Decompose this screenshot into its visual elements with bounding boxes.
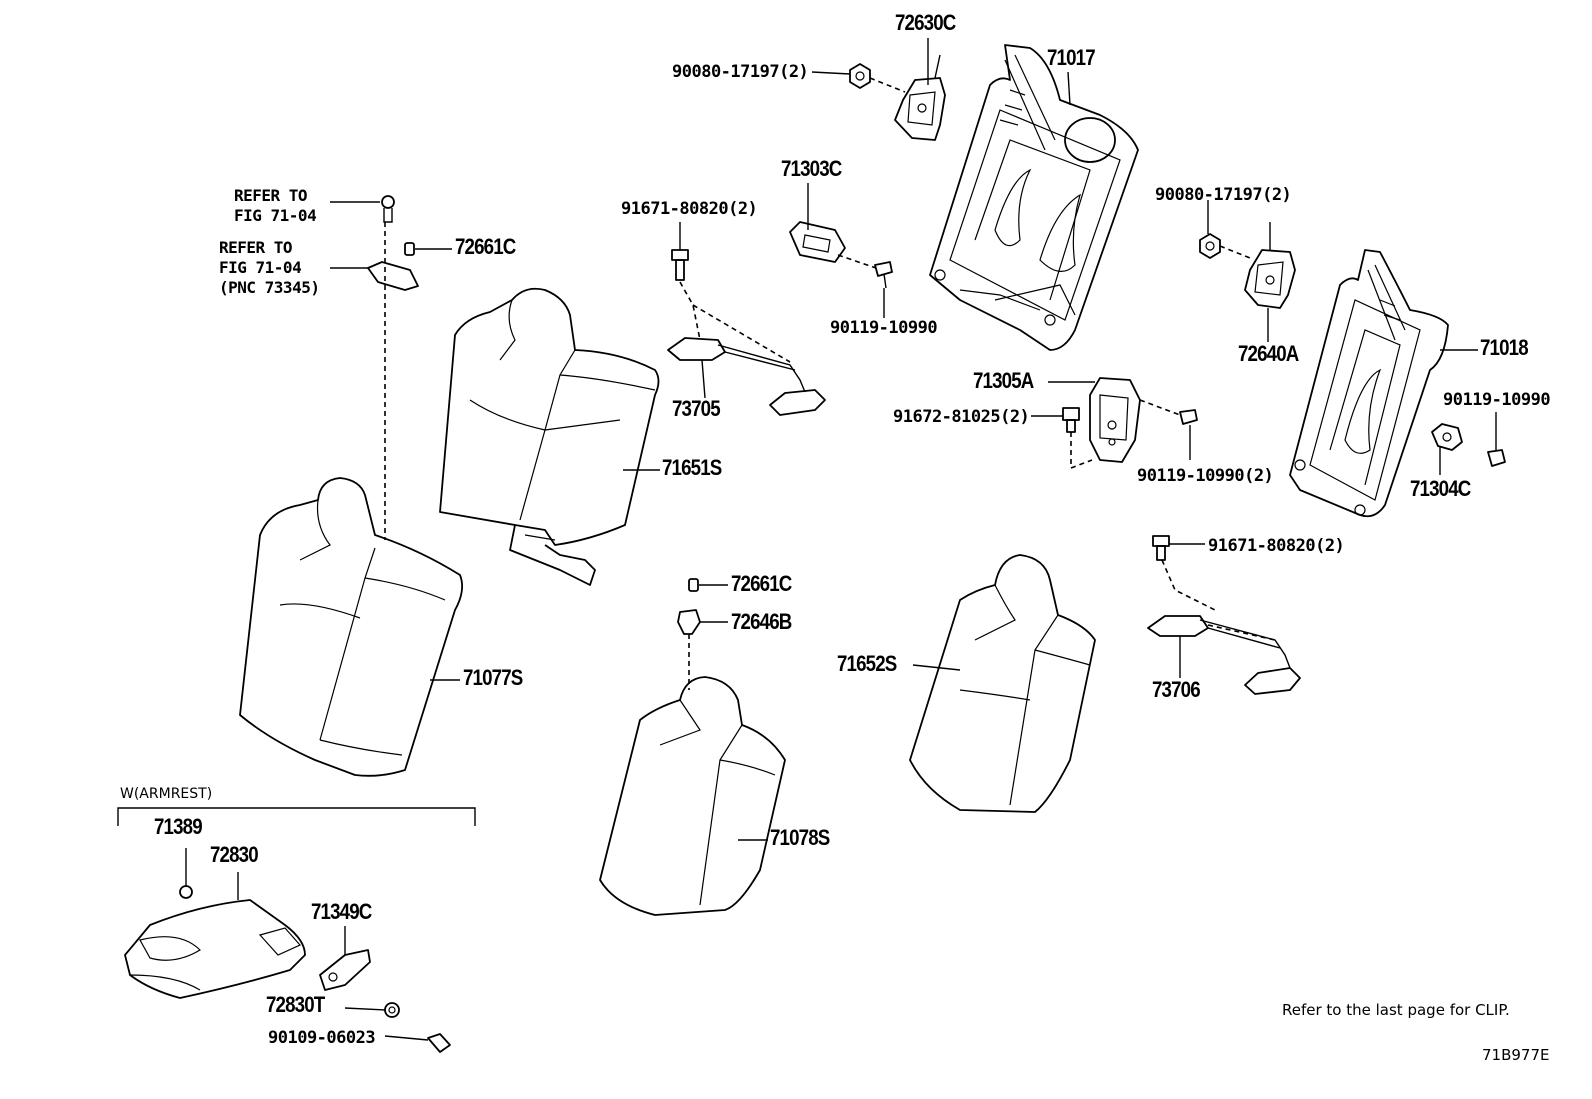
hinge-71305a: [1089, 377, 1141, 463]
figure-code: 71B977E: [1482, 1046, 1550, 1064]
label-71652s: 71652S: [837, 651, 897, 676]
label-72630c: 72630C: [895, 10, 956, 35]
release-cable-73706: [1147, 615, 1301, 695]
label-91671-80820-b: 91671-80820(2): [1208, 536, 1345, 556]
label-71651s: 71651S: [662, 455, 722, 480]
label-90080-17197-a: 90080-17197(2): [672, 62, 809, 82]
label-71078s: 71078S: [770, 825, 830, 850]
label-71017: 71017: [1047, 45, 1096, 70]
refer-note-2: REFER TO FIG 71-04 (PNC 73345): [219, 238, 320, 298]
label-71304c: 71304C: [1410, 476, 1471, 501]
label-72640a: 72640A: [1238, 341, 1299, 366]
refer-note-1-line1: REFER TO: [234, 186, 308, 205]
armrest-72830: [124, 899, 306, 999]
label-71389: 71389: [154, 814, 203, 839]
refer-note-2-line1: REFER TO: [219, 238, 293, 257]
fasteners: [179, 63, 1506, 1053]
seatback-cover-71078s: [599, 676, 786, 916]
seat-lock-72640a: [1244, 222, 1296, 309]
leader-lines: [117, 38, 1497, 1041]
refer-note-2-line3: (PNC 73345): [219, 278, 320, 297]
armrest-group-label: W(ARMREST): [120, 786, 213, 802]
seatback-cover-71652s: [909, 554, 1096, 813]
label-73705: 73705: [672, 396, 721, 421]
refer-note-2-line2: FIG 71-04: [219, 258, 302, 277]
label-90080-17197-b: 90080-17197(2): [1155, 185, 1292, 205]
release-cable-73705: [667, 337, 826, 416]
clip-note: Refer to the last page for CLIP.: [1282, 1001, 1510, 1019]
label-90119-10990-b: 90119-10990(2): [1137, 466, 1274, 486]
bracket-71304c: [1431, 423, 1463, 451]
label-72661c-b: 72661C: [731, 571, 792, 596]
seatback-frame-71018: [1289, 249, 1449, 518]
label-71018: 71018: [1480, 335, 1529, 360]
label-73706: 73706: [1152, 677, 1201, 702]
refer-note-1: REFER TO FIG 71-04: [234, 186, 317, 226]
cover-71349c: [319, 949, 371, 991]
label-71077s: 71077S: [463, 665, 523, 690]
label-90119-10990-a: 90119-10990: [830, 318, 938, 338]
label-72830t: 72830T: [266, 992, 325, 1017]
label-71305a: 71305A: [973, 368, 1034, 393]
label-90119-10990-c: 90119-10990: [1443, 390, 1551, 410]
label-91671-80820-a: 91671-80820(2): [621, 199, 758, 219]
label-72830: 72830: [210, 842, 259, 867]
label-91672-81025: 91672-81025(2): [893, 407, 1030, 427]
refer-note-1-line2: FIG 71-04: [234, 206, 317, 225]
seat-lock-72630c: [894, 54, 946, 141]
label-71303c: 71303C: [781, 156, 842, 181]
seatback-cover-71077s: [239, 477, 464, 777]
label-72646b: 72646B: [731, 609, 792, 634]
seatback-cover-71651s: [439, 287, 660, 586]
seatback-frame-71017: [929, 44, 1139, 351]
bracket-71303c: [789, 221, 846, 263]
label-71349c: 71349C: [311, 899, 372, 924]
label-72661c-a: 72661C: [455, 234, 516, 259]
label-90109-06023: 90109-06023: [268, 1028, 376, 1048]
